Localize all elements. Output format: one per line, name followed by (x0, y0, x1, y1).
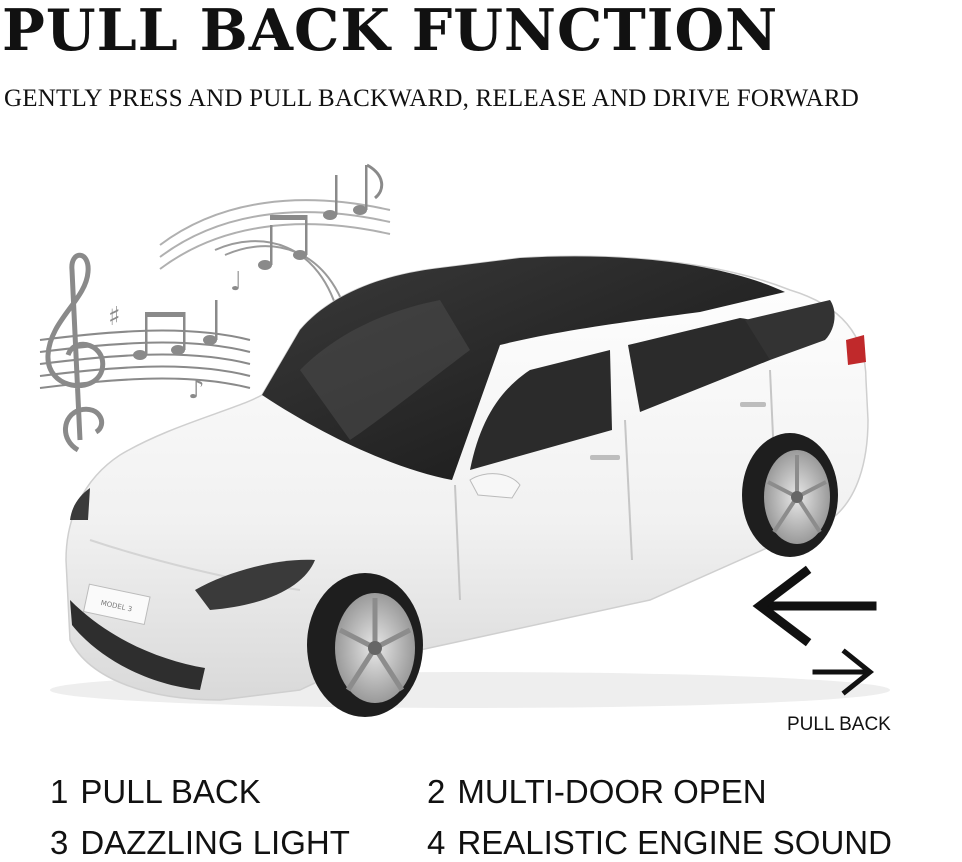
feature-number: 3 (50, 824, 69, 861)
music-notes-icon (39, 199, 391, 453)
svg-text:♩: ♩ (230, 267, 242, 297)
drive-forward-arrow-icon (812, 648, 875, 696)
feature-item: 4 REALISTIC ENGINE SOUND (427, 824, 892, 862)
note-heads-icon: ♯ ♩ ♪ (108, 163, 384, 405)
feature-item: 1 PULL BACK (50, 773, 261, 811)
svg-text:♯: ♯ (108, 302, 121, 332)
feature-item: 3 DAZZLING LIGHT (50, 824, 350, 862)
feature-number: 1 (50, 773, 69, 810)
page-subtitle: GENTLY PRESS AND PULL BACKWARD, RELEASE … (4, 85, 860, 112)
license-plate: MODEL 3 (82, 583, 151, 626)
feature-label: PULL BACK (80, 773, 261, 810)
feature-number: 2 (427, 773, 446, 810)
rear-wheel (742, 433, 838, 557)
feature-label: MULTI-DOOR OPEN (457, 773, 767, 810)
product-illustration: ♯ ♩ ♪ MODEL 3 (39, 163, 890, 717)
feature-number: 4 (427, 824, 446, 861)
car-image: MODEL 3 (50, 255, 890, 717)
svg-text:♪: ♪ (188, 375, 205, 405)
feature-item: 2 MULTI-DOOR OPEN (427, 773, 767, 811)
feature-label: DAZZLING LIGHT (80, 824, 350, 861)
front-wheel (307, 573, 423, 717)
pull-back-arrow-icon (752, 565, 877, 647)
page-title: PULL BACK FUNCTION (2, 0, 779, 64)
feature-label: REALISTIC ENGINE SOUND (457, 824, 892, 861)
pull-back-caption: PULL BACK (787, 714, 891, 735)
